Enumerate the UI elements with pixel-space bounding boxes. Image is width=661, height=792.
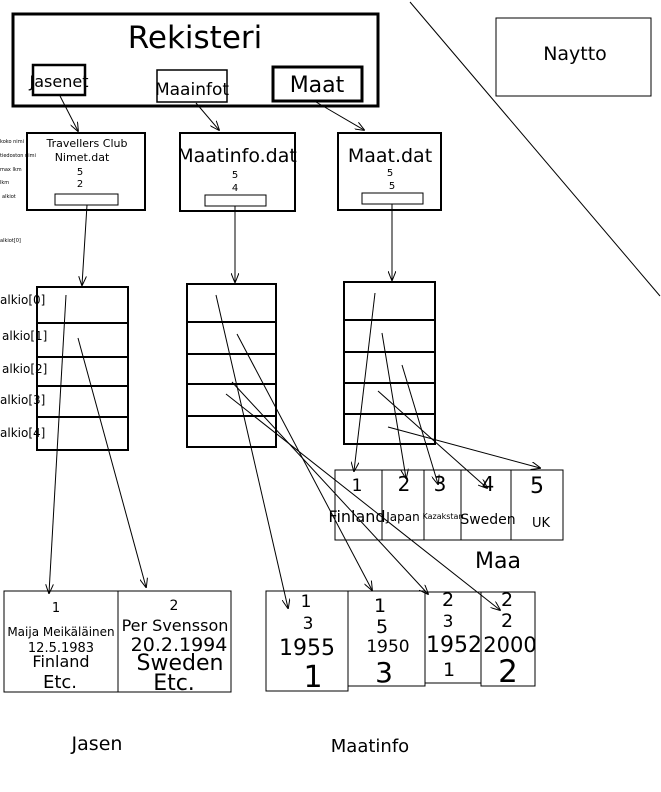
file-items-pointer	[361, 192, 424, 205]
arrow	[215, 294, 288, 608]
jasenet-field	[31, 63, 87, 97]
maatinfo-value: 5	[376, 616, 388, 638]
jasen-etc: Etc.	[43, 672, 77, 693]
maa-name: Sweden	[460, 512, 515, 528]
side-label: max lkm	[0, 167, 22, 173]
arrow	[82, 204, 88, 285]
array-label: alkio[0]	[0, 293, 45, 307]
jasen-name: Maija Meikäläinen	[7, 625, 114, 639]
file-count: 2	[77, 179, 83, 190]
maatinfo-value: 3	[443, 612, 454, 632]
maa-name: Kazakstan	[422, 512, 463, 521]
maat-label: Maat	[290, 73, 345, 98]
jasen-id: 2	[170, 598, 179, 614]
array-labels: alkio[0] alkio[1] alkio[2] alkio[3] alki…	[0, 293, 47, 440]
side-labels: koko nimi tiedoston nimi max lkm lkm alk…	[0, 139, 36, 244]
side-label: tiedoston nimi	[0, 153, 36, 159]
file-max-count: 5	[77, 167, 83, 178]
rekisteri-title: Rekisteri	[128, 20, 263, 56]
file-max-count: 5	[232, 170, 238, 181]
jasenet-label: Jasenet	[29, 72, 89, 91]
file-title-line1: Travellers Club	[46, 137, 128, 150]
file-header-maatinfo: Maatinfo.dat 5 4	[177, 132, 297, 212]
array-label: alkio[2]	[2, 362, 47, 376]
file-title-line1: Maat.dat	[348, 145, 432, 167]
maatinfo-records: 1 3 1955 1 1 5 1950 3 2 3 1952 1 2 2 200…	[265, 589, 537, 695]
array-label: alkio[1]	[2, 329, 47, 343]
maatinfo-count: 2	[498, 654, 518, 690]
arrow	[195, 102, 219, 130]
file-header-nimet: Travellers Club Nimet.dat 5 2	[26, 132, 146, 211]
file-header-maat: Maat.dat 5 5	[337, 132, 442, 211]
maainfot-field	[156, 69, 228, 103]
arrow	[77, 337, 146, 587]
arrow	[49, 294, 67, 593]
arrow	[236, 333, 372, 590]
maa-id: 5	[530, 474, 544, 499]
jasen-caption: Jasen	[71, 733, 123, 755]
array-maatinfo	[186, 283, 277, 448]
maainfot-label: Maainfot	[155, 80, 229, 100]
jasen-country: Sweden	[137, 651, 224, 676]
maatinfo-count: 3	[375, 656, 393, 689]
naytto-label: Naytto	[543, 43, 607, 65]
side-label: alkiot	[2, 194, 16, 200]
file-items-pointer	[54, 193, 119, 206]
maa-name: UK	[532, 516, 551, 531]
file-title-line2: Nimet.dat	[55, 151, 110, 164]
diagonal-divider	[409, 1, 661, 297]
file-max-count: 5	[387, 168, 393, 179]
array-label: alkio[4]	[0, 426, 45, 440]
maatinfo-count: 1	[443, 659, 455, 681]
jasen-name: Per Svensson	[122, 616, 229, 635]
maa-records: 1 Finland 2 Japan 3 Kazakstan 4 Sweden 5…	[328, 469, 564, 541]
alkiot-label: alkiot[0]	[0, 238, 21, 244]
rekisteri-box: Rekisteri Jasenet Maainfot Maat	[11, 12, 380, 108]
maa-id: 1	[352, 476, 363, 496]
naytto-box: Naytto	[495, 17, 652, 97]
file-title-line1: Maatinfo.dat	[177, 145, 297, 167]
arrow	[315, 101, 364, 130]
array-label: alkio[3]	[0, 393, 45, 407]
arrow	[354, 292, 376, 471]
maatinfo-value: 2	[501, 610, 513, 632]
maatinfo-year: 1955	[279, 636, 335, 661]
maatinfo-count: 1	[303, 660, 322, 695]
side-label: koko nimi	[0, 139, 24, 145]
array-jasenet	[36, 286, 129, 451]
arrow	[231, 381, 428, 594]
arrow	[59, 95, 78, 131]
maatinfo-value: 2	[501, 589, 513, 611]
maatinfo-year: 2000	[483, 633, 536, 657]
jasen-date: 12.5.1983	[28, 641, 94, 656]
arrow	[225, 393, 500, 610]
maa-id: 4	[482, 472, 495, 496]
arrow	[401, 364, 438, 484]
maa-name: Japan	[385, 510, 419, 524]
jasen-date: 20.2.1994	[131, 634, 228, 656]
array-maat	[343, 281, 436, 445]
side-label: lkm	[0, 180, 9, 186]
maatinfo-value: 1	[301, 592, 312, 612]
jasen-records: 1 Maija Meikäläinen 12.5.1983 Finland Et…	[3, 590, 232, 696]
file-count: 4	[232, 183, 238, 194]
file-items-pointer	[204, 194, 267, 207]
maatinfo-year: 1950	[366, 637, 409, 657]
maa-id: 2	[398, 472, 411, 496]
maatinfo-value: 1	[374, 595, 386, 617]
maat-field	[271, 65, 364, 103]
pointer-arrows	[49, 95, 540, 610]
maatinfo-year: 1952	[426, 633, 482, 658]
maa-caption: Maa	[475, 549, 521, 574]
maatinfo-value: 2	[442, 589, 454, 611]
file-count: 5	[389, 181, 395, 192]
jasen-id: 1	[52, 601, 60, 616]
maatinfo-value: 3	[303, 614, 314, 634]
arrow	[387, 426, 540, 468]
jasen-etc: Etc.	[153, 671, 195, 696]
maatinfo-caption: Maatinfo	[331, 736, 409, 757]
jasen-country: Finland	[32, 652, 89, 671]
